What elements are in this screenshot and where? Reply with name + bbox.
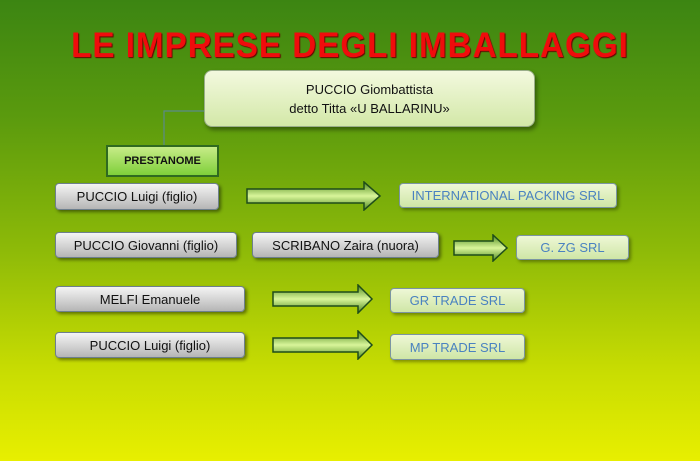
right-arrow-icon xyxy=(246,181,382,211)
company-box: MP TRADE SRL xyxy=(390,334,525,360)
person-box: PUCCIO Luigi (figlio) xyxy=(55,332,245,358)
prestanome-box: PRESTANOME xyxy=(106,145,219,177)
company-box: G. ZG SRL xyxy=(516,235,629,260)
person-box: MELFI Emanuele xyxy=(55,286,245,312)
boss-name: PUCCIO Giombattista xyxy=(305,81,434,97)
person-box: SCRIBANO Zaira (nuora) xyxy=(252,232,439,258)
company-box: GR TRADE SRL xyxy=(390,288,525,313)
right-arrow-icon xyxy=(453,234,509,262)
company-box: INTERNATIONAL PACKING SRL xyxy=(399,183,617,208)
right-arrow-icon xyxy=(272,284,374,314)
boss-box: PUCCIO Giombattista detto Titta «U BALLA… xyxy=(204,70,535,127)
person-box: PUCCIO Luigi (figlio) xyxy=(55,183,219,210)
right-arrow-icon xyxy=(272,330,374,360)
person-box: PUCCIO Giovanni (figlio) xyxy=(55,232,237,258)
slide-title: LE IMPRESE DEGLI IMBALLAGGI xyxy=(71,26,629,65)
boss-nickname: detto Titta «U BALLARINU» xyxy=(289,100,450,116)
